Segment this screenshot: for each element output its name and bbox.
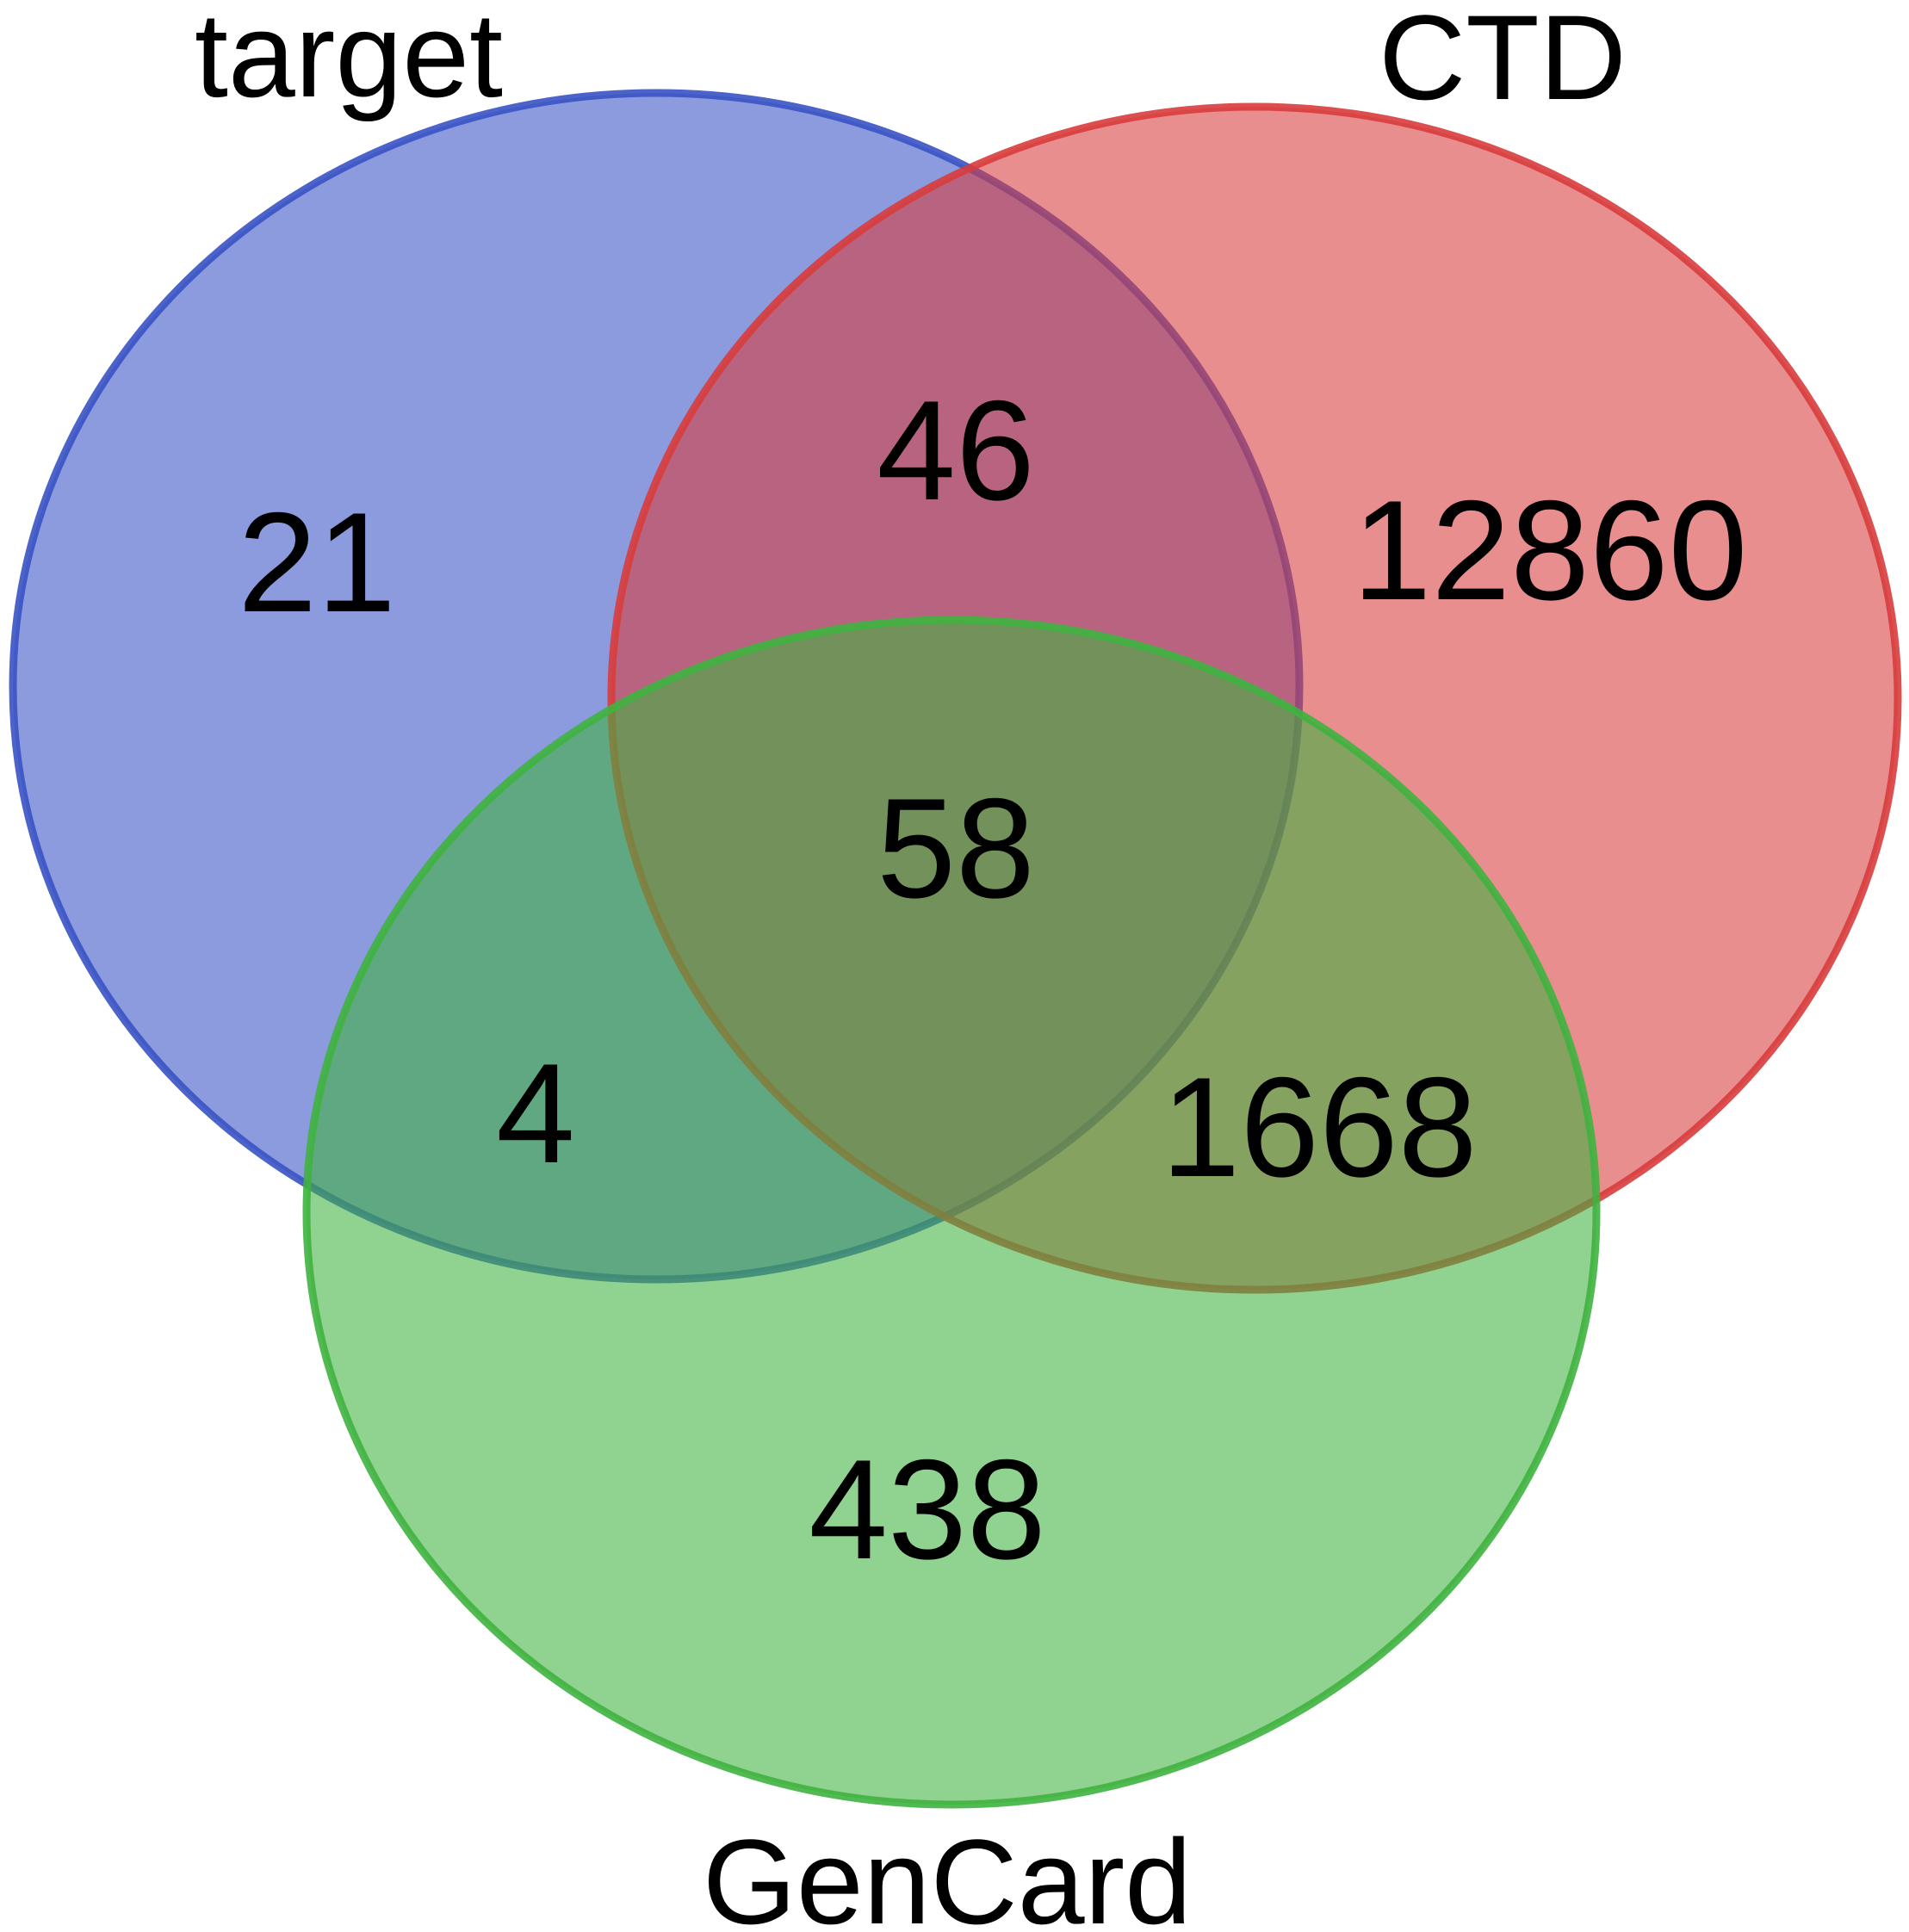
set-gencard-circle	[302, 616, 1601, 1809]
count-ctd-gencard: 1668	[1161, 1048, 1477, 1206]
count-target-ctd: 46	[877, 371, 1035, 529]
set-label-gencard: GenCard	[703, 1814, 1192, 1932]
count-gencard-only: 438	[809, 1430, 1045, 1588]
set-label-target: target	[195, 0, 503, 122]
count-all-three: 58	[877, 769, 1035, 927]
count-ctd-only: 12860	[1353, 471, 1748, 629]
count-target-gencard: 4	[496, 1034, 575, 1192]
set-label-ctd: CTD	[1379, 0, 1627, 125]
count-target-only: 21	[238, 483, 396, 641]
